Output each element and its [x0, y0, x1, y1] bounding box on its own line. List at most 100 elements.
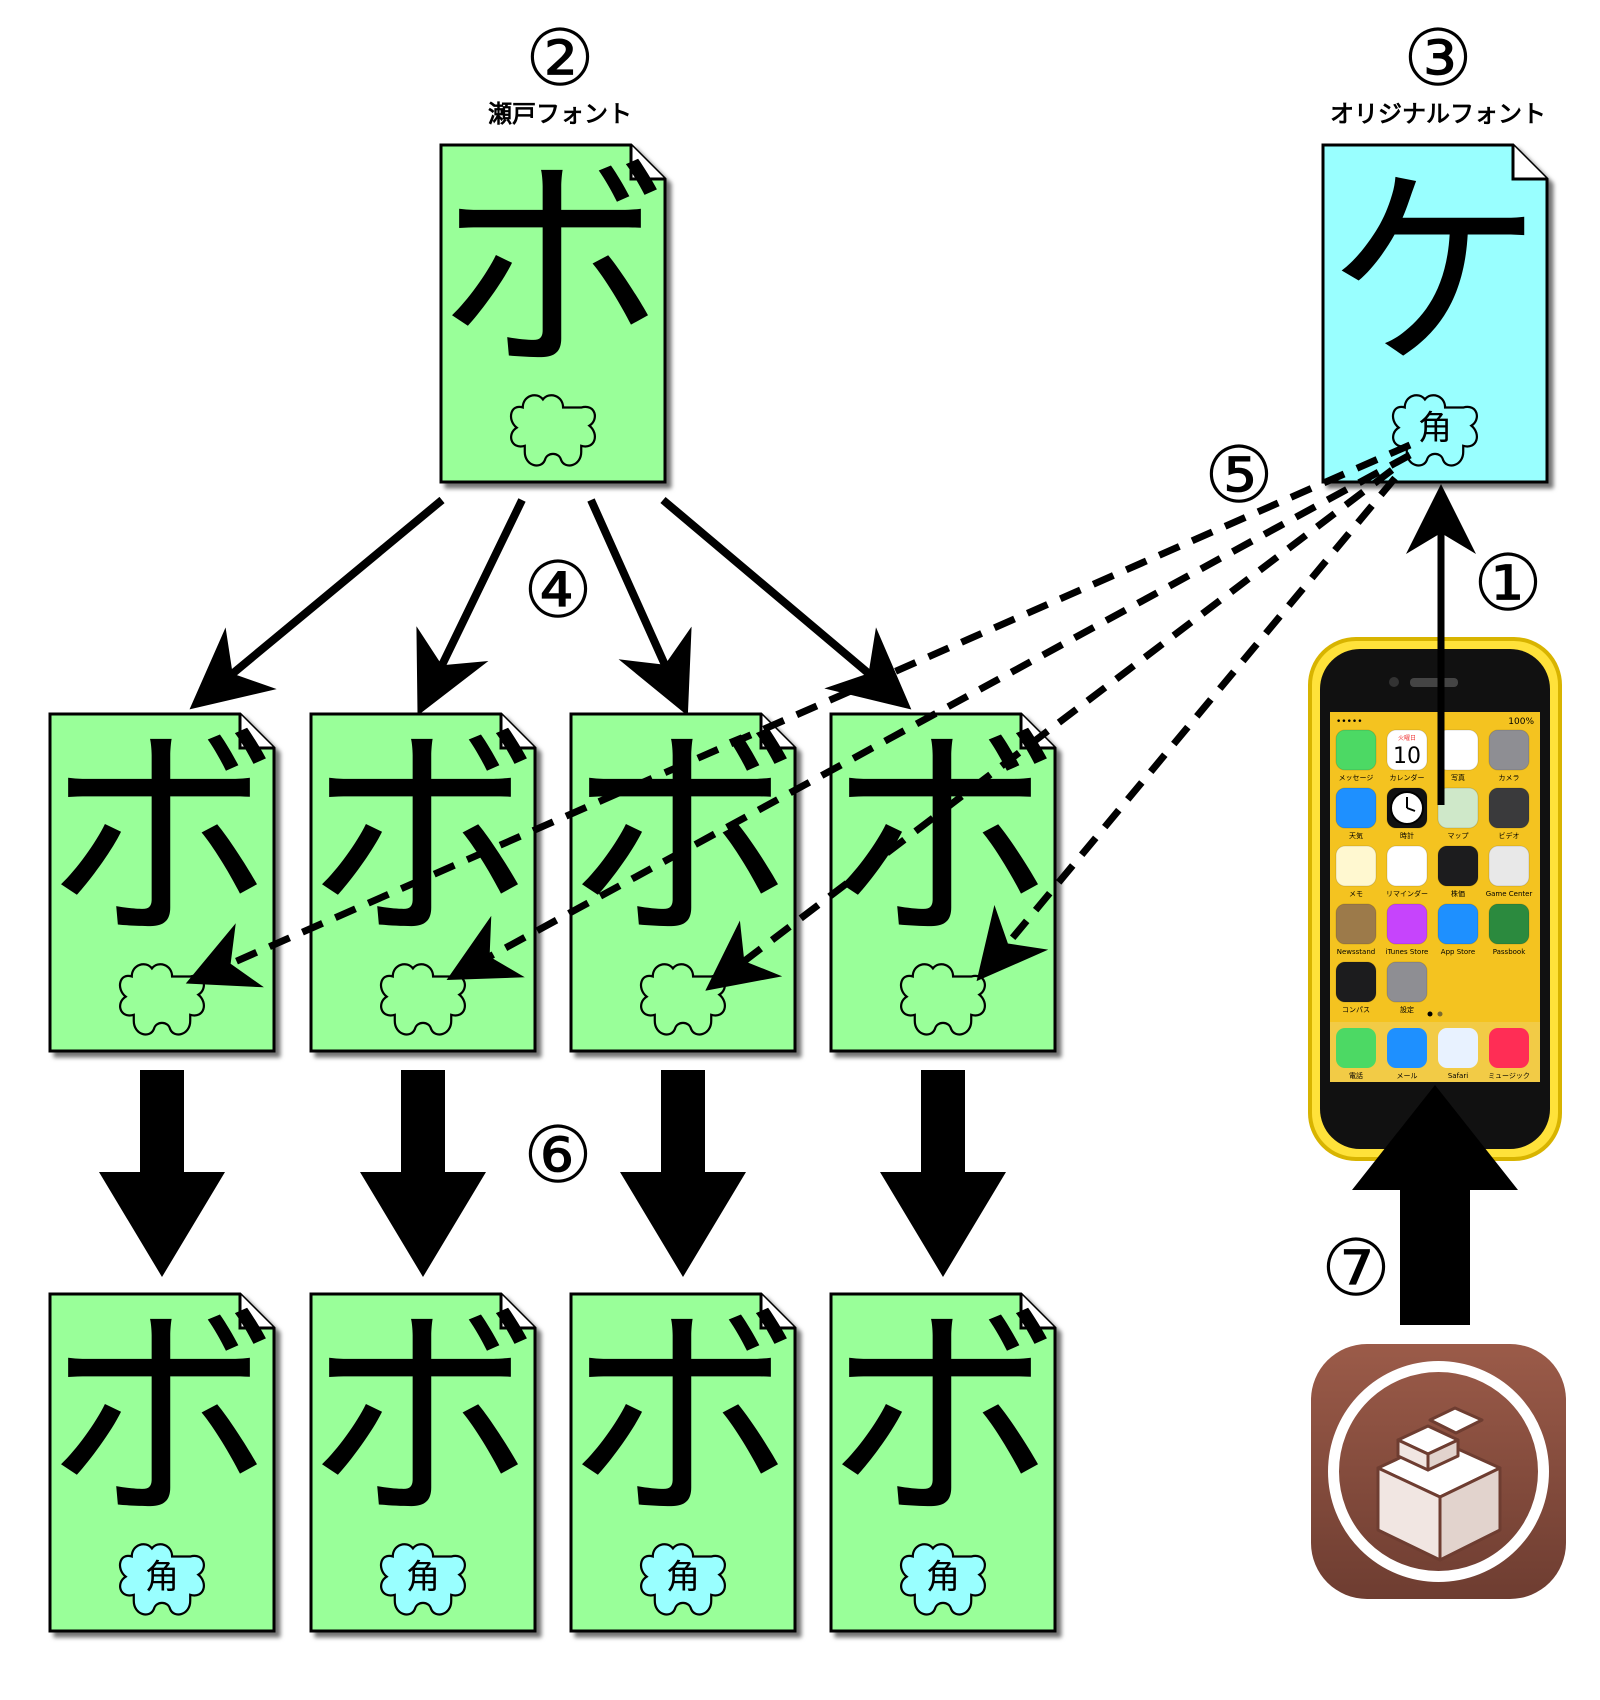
app-label: Newsstand: [1337, 948, 1375, 956]
app-icon-12[interactable]: Game Center: [1486, 845, 1533, 898]
build-arrows: [99, 1070, 1006, 1277]
puzzle-mark-text: 角: [926, 1557, 960, 1597]
build-arrow-2: [360, 1070, 486, 1277]
app-icon-15[interactable]: App Store: [1437, 903, 1479, 956]
page-dot-active: [1427, 1011, 1433, 1017]
extract-arrow: [1352, 484, 1518, 1325]
page-dot: [1437, 1011, 1443, 1017]
app-icon-13[interactable]: Newsstand: [1335, 903, 1377, 956]
app-label: メッセージ: [1339, 774, 1374, 782]
glyph-table-piece-filled: [1391, 394, 1478, 467]
glyph-table-piece-filled: [118, 1543, 205, 1616]
output-font-document-2: ボ角: [308, 1284, 538, 1633]
glyph-table-piece-filled: [899, 1543, 986, 1616]
puzzle-mark-text: 角: [666, 1557, 700, 1597]
folded-corner: [1019, 1294, 1055, 1330]
app-label: 天気: [1349, 831, 1363, 840]
app-label: メモ: [1349, 890, 1363, 898]
folded-corner: [238, 1294, 274, 1330]
build-arrow-3: [620, 1070, 746, 1277]
font-glyph: ボ: [828, 1284, 1058, 1551]
app-icon-10[interactable]: リマインダー: [1386, 845, 1428, 898]
app-label: 株価: [1451, 889, 1465, 898]
app-label: コンパス: [1342, 1006, 1370, 1014]
font-glyph: ボ: [308, 704, 538, 971]
phone-speaker: [1410, 678, 1458, 687]
step-1-label: ①: [1473, 539, 1543, 629]
phone-screen[interactable]: [1330, 712, 1540, 1082]
app-icon-14[interactable]: iTunes Store: [1386, 903, 1429, 956]
app-icon-11[interactable]: 株価: [1437, 845, 1479, 898]
status-battery: 100%: [1508, 717, 1534, 727]
app-label: Passbook: [1493, 948, 1526, 956]
app-label: 時計: [1400, 831, 1414, 840]
app-icon-5[interactable]: 天気: [1335, 787, 1377, 840]
glyph-table-piece-empty: [899, 963, 986, 1036]
calendar-day: 火曜日: [1398, 735, 1416, 742]
cydia-boxes-icon: [1376, 1406, 1502, 1562]
font-glyph: ボ: [568, 704, 798, 971]
font-glyph: ケ: [1328, 147, 1543, 398]
dock-icon-2[interactable]: メール: [1387, 1028, 1427, 1080]
font-glyph: ボ: [438, 135, 668, 402]
font-glyph: ボ: [47, 704, 277, 971]
seto-font-caption: 瀬戸フォント: [488, 100, 632, 128]
intermediate-font-document-1: ボ: [47, 704, 277, 1053]
app-icon-6[interactable]: 時計: [1386, 787, 1428, 840]
step-7-label: ⑦: [1321, 1224, 1391, 1314]
build-arrow-1: [99, 1070, 225, 1277]
folded-corner: [1019, 714, 1055, 750]
glyph-table-piece-filled: [379, 1543, 466, 1616]
document-sheet: [569, 1292, 797, 1633]
dock-icon-1[interactable]: 電話: [1336, 1028, 1376, 1080]
app-icon-9[interactable]: メモ: [1335, 845, 1377, 898]
dock-icon-4[interactable]: ミュージック: [1488, 1028, 1530, 1080]
dock-label: 電話: [1349, 1071, 1363, 1080]
folded-corner: [499, 714, 535, 750]
app-icon-17[interactable]: コンパス: [1335, 961, 1377, 1014]
font-glyph: ボ: [308, 1284, 538, 1551]
output-font-document-1: ボ角: [47, 1284, 277, 1633]
glyph-table-piece-empty: [379, 963, 466, 1036]
app-icon-8[interactable]: ビデオ: [1488, 787, 1530, 840]
app-label: iTunes Store: [1386, 948, 1429, 956]
folded-corner: [1511, 145, 1547, 181]
document-sheet: [309, 1292, 537, 1633]
step-3-label: ③: [1403, 14, 1473, 104]
derive-arrows: [189, 496, 912, 716]
intermediate-font-document-3: ボ: [568, 704, 798, 1053]
seto-font-document: ボ: [438, 135, 668, 484]
cydia-icon: [1311, 1344, 1566, 1599]
document-sheet: [439, 143, 667, 484]
app-label: App Store: [1441, 948, 1475, 956]
iphone-5c: •••••100%メッセージカレンダー火曜日10写真カメラ天気時計マップビデオメ…: [1308, 637, 1562, 1161]
app-icon-16[interactable]: Passbook: [1488, 903, 1530, 956]
app-label: 設定: [1400, 1005, 1414, 1014]
app-icon-4[interactable]: カメラ: [1488, 729, 1530, 782]
merge-arrow-1: [185, 441, 1412, 988]
phone-camera: [1389, 677, 1399, 687]
app-label: カメラ: [1499, 774, 1520, 782]
dock-icon-3[interactable]: Safari: [1438, 1028, 1478, 1080]
install-arrow: [1352, 1085, 1518, 1325]
cydia-ring: [1328, 1361, 1549, 1582]
app-label: マップ: [1448, 832, 1469, 840]
derive-arrow-4: [660, 496, 912, 710]
folded-corner: [759, 714, 795, 750]
puzzle-mark-text: 角: [145, 1557, 179, 1597]
app-icon-7[interactable]: マップ: [1437, 787, 1479, 840]
folded-corner: [499, 1294, 535, 1330]
step-2-label: ②: [525, 14, 595, 104]
puzzle-mark-text: 角: [1418, 408, 1452, 448]
derive-arrow-2: [416, 498, 526, 716]
step-6-label: ⑥: [523, 1111, 593, 1201]
app-label: ビデオ: [1499, 831, 1520, 840]
puzzle-mark-text: 角: [406, 1557, 440, 1597]
dock-label: Safari: [1448, 1072, 1468, 1080]
merge-dashed-arrows: [185, 441, 1412, 991]
app-icon-18[interactable]: 設定: [1386, 961, 1428, 1014]
app-icon-1[interactable]: メッセージ: [1335, 729, 1377, 782]
font-glyph: ボ: [828, 704, 1058, 971]
build-arrow-4: [880, 1070, 1006, 1277]
